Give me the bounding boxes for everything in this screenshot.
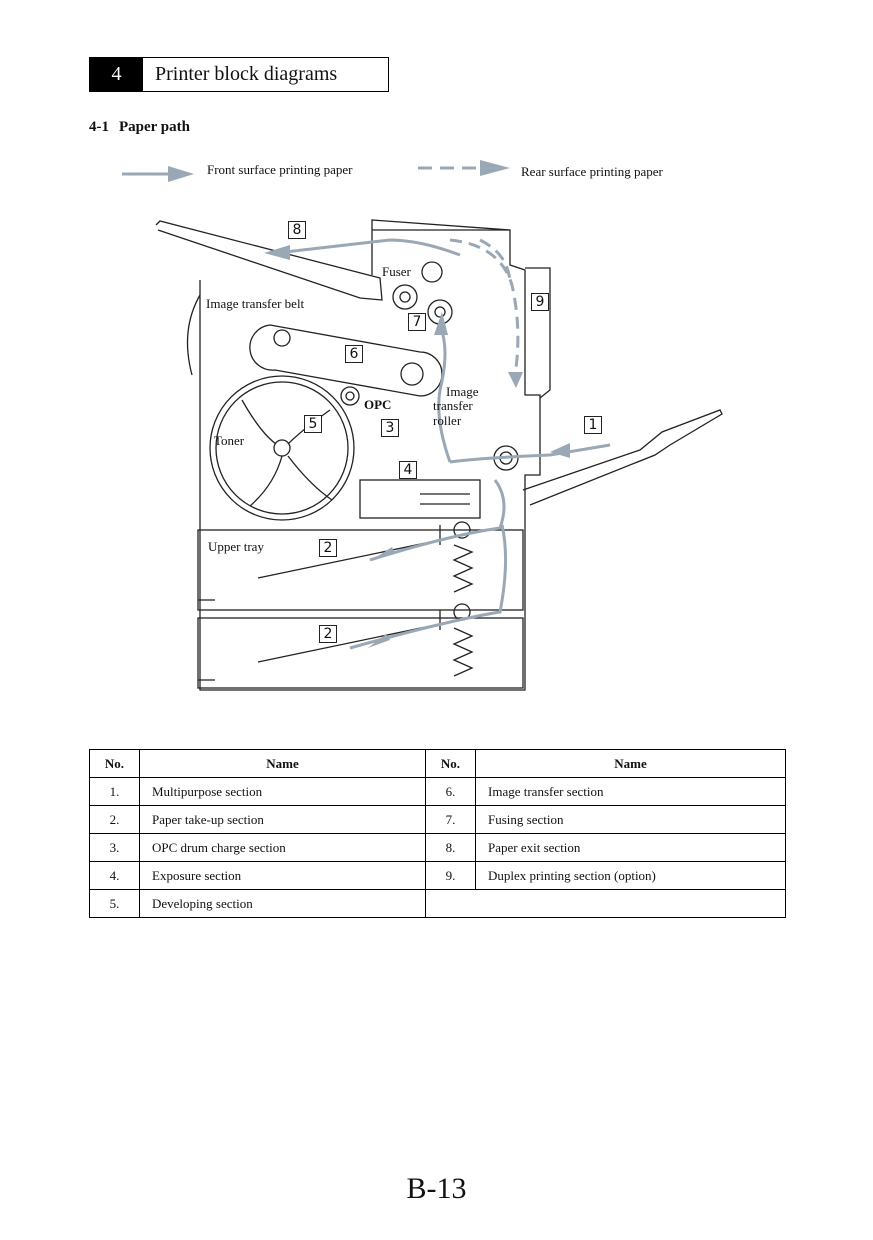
row-no: 8. xyxy=(425,833,476,862)
chapter-header: 4 Printer block diagrams xyxy=(89,57,389,92)
table-row: 2. Paper take-up section 7. Fusing secti… xyxy=(89,805,786,834)
callout-1: 1 xyxy=(584,416,602,434)
row-no: 4. xyxy=(89,861,140,890)
row-name: Exposure section xyxy=(139,861,426,890)
table-header-row: No. Name No. Name xyxy=(89,749,786,778)
row-name: Duplex printing section (option) xyxy=(475,861,786,890)
callout-3: 3 xyxy=(381,419,399,437)
row-no: 7. xyxy=(425,805,476,834)
sections-table: No. Name No. Name 1. Multipurpose sectio… xyxy=(89,749,786,918)
section-number: 4-1 xyxy=(89,119,109,135)
row-name: Fusing section xyxy=(475,805,786,834)
row-name: Image transfer section xyxy=(475,777,786,806)
callout-8: 8 xyxy=(288,221,306,239)
table-row: 3. OPC drum charge section 8. Paper exit… xyxy=(89,833,786,862)
label-image-transfer-roller-line3: roller xyxy=(433,413,462,428)
label-image-transfer-roller-line2: transfer xyxy=(433,398,473,413)
callout-2-upper: 2 xyxy=(319,539,337,557)
section-title: 4-1 Paper path xyxy=(89,119,190,136)
row-name: Paper exit section xyxy=(475,833,786,862)
header-name-left: Name xyxy=(139,749,426,778)
table-row: 5. Developing section xyxy=(89,889,786,918)
row-name: Multipurpose section xyxy=(139,777,426,806)
label-fuser: Fuser xyxy=(382,264,411,279)
row-no: 6. xyxy=(425,777,476,806)
row-no: 1. xyxy=(89,777,140,806)
callout-2-lower: 2 xyxy=(319,625,337,643)
callout-9: 9 xyxy=(531,293,549,311)
row-empty xyxy=(425,889,786,918)
row-no: 2. xyxy=(89,805,140,834)
page-number: B-13 xyxy=(406,1172,467,1205)
callout-6: 6 xyxy=(345,345,363,363)
row-name: Paper take-up section xyxy=(139,805,426,834)
table-row: 4. Exposure section 9. Duplex printing s… xyxy=(89,861,786,890)
printer-cross-section xyxy=(155,219,723,691)
legend-front-arrow-icon xyxy=(122,166,194,182)
label-opc: OPC xyxy=(364,397,392,412)
row-no: 3. xyxy=(89,833,140,862)
row-no: 5. xyxy=(89,889,140,918)
header-name-right: Name xyxy=(475,749,786,778)
label-upper-tray: Upper tray xyxy=(208,539,264,554)
legend-rear-label: Rear surface printing paper xyxy=(521,164,663,179)
callout-5: 5 xyxy=(304,415,322,433)
label-image-transfer-roller-line1: Image xyxy=(446,384,479,399)
paper-path-diagram: Fuser Image transfer belt OPC Image tran… xyxy=(150,200,730,700)
label-toner: Toner xyxy=(214,433,245,448)
section-title-text: Paper path xyxy=(119,119,190,135)
table-row: 1. Multipurpose section 6. Image transfe… xyxy=(89,777,786,806)
callout-4: 4 xyxy=(399,461,417,479)
row-name: Developing section xyxy=(139,889,426,918)
chapter-title: Printer block diagrams xyxy=(155,63,338,85)
legend-front-label: Front surface printing paper xyxy=(207,162,353,177)
row-name: OPC drum charge section xyxy=(139,833,426,862)
legend-rear-arrow-icon xyxy=(418,160,510,176)
label-image-transfer-belt: Image transfer belt xyxy=(206,296,305,311)
header-no-left: No. xyxy=(89,749,140,778)
row-no: 9. xyxy=(425,861,476,890)
chapter-number: 4 xyxy=(90,58,143,91)
callout-7: 7 xyxy=(408,313,426,331)
header-no-right: No. xyxy=(425,749,476,778)
